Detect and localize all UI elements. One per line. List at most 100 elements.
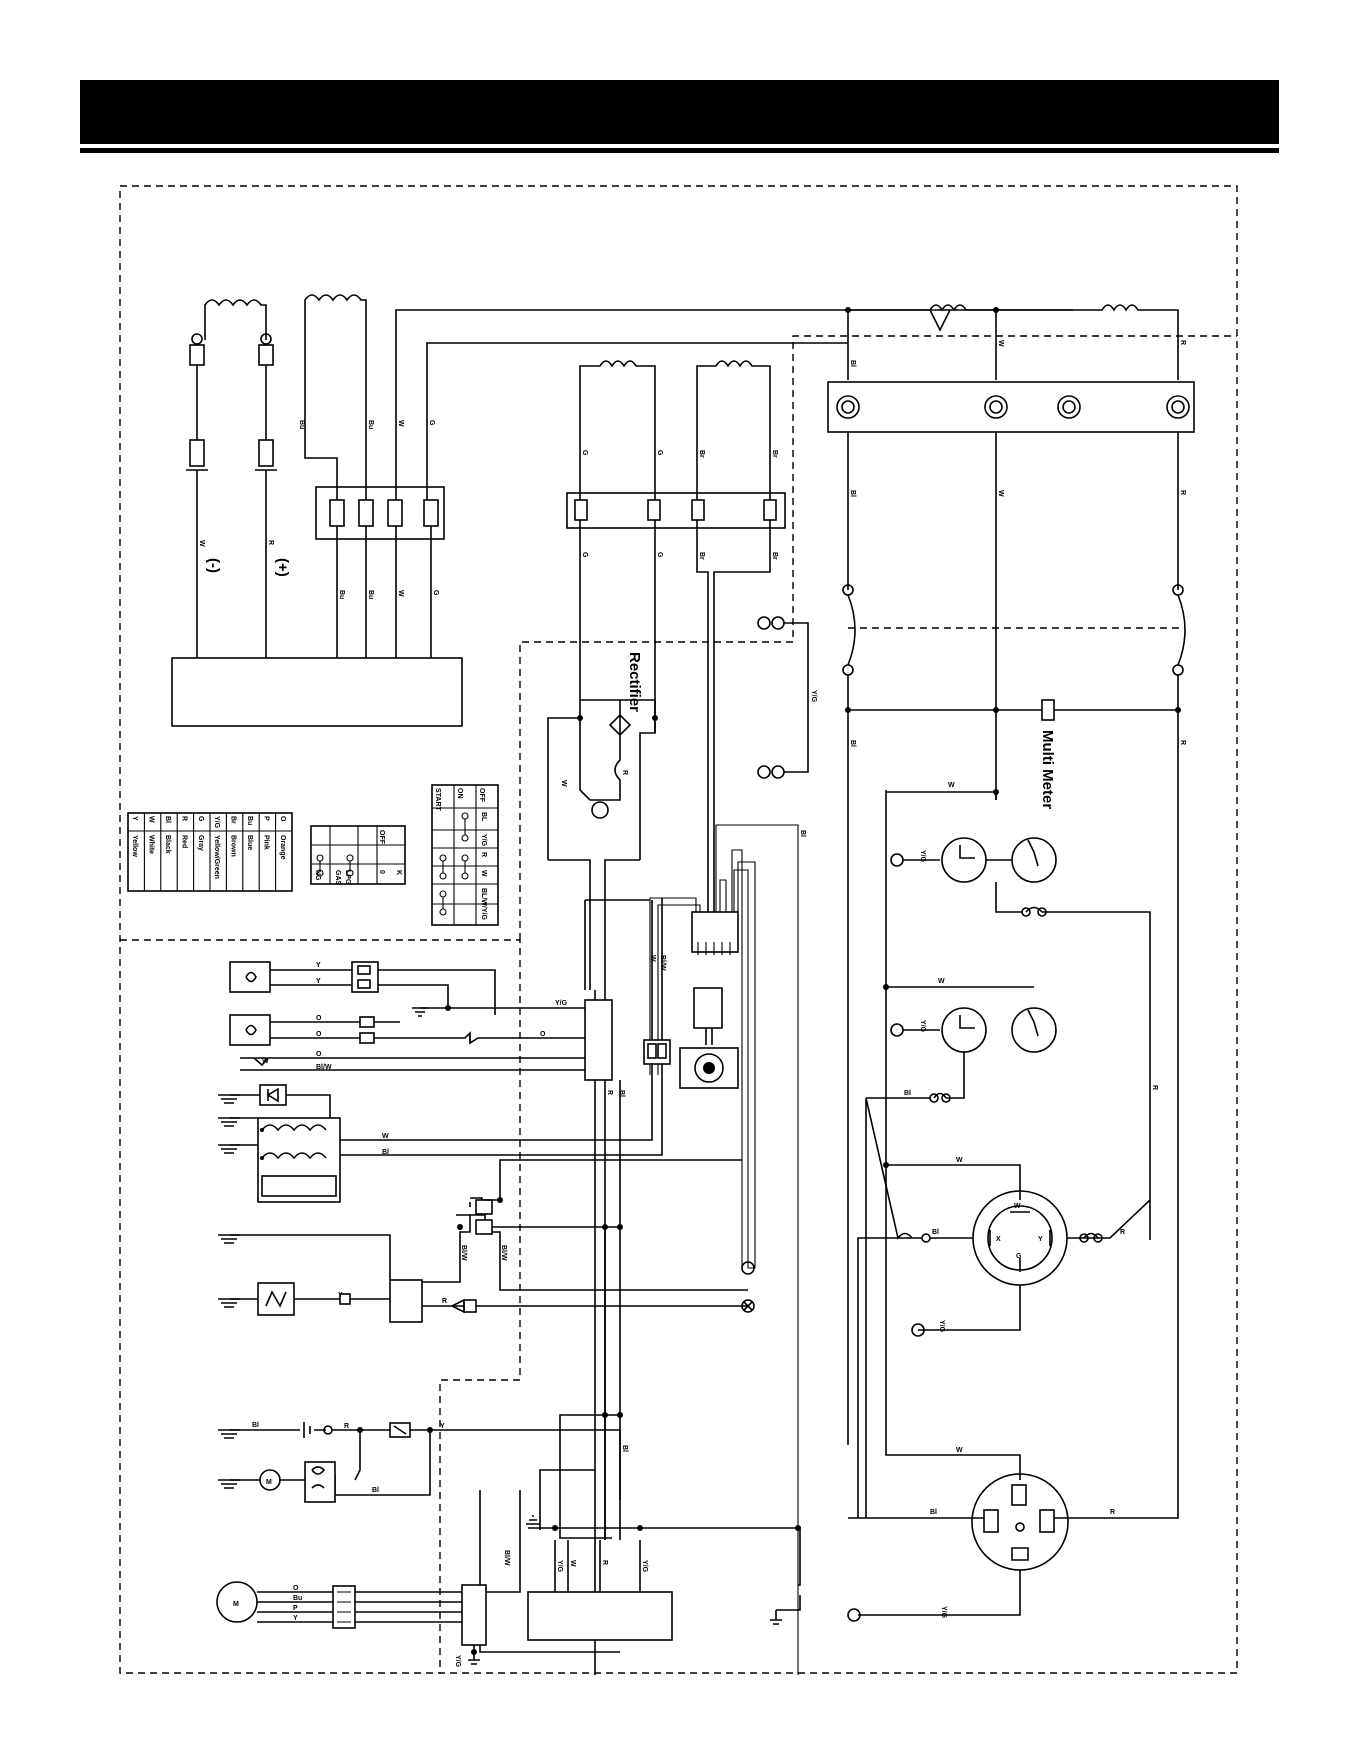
wire-label-bl-6: Bl <box>930 1509 937 1516</box>
wire-label-o-4: O <box>540 1031 546 1038</box>
legend-color-name: Yellow/Green <box>213 835 220 879</box>
wire-label-br-1: Br <box>698 450 705 458</box>
legend-color-name: Black <box>164 835 171 854</box>
wire-label-yg-3: Y/G <box>919 1020 926 1033</box>
wire-label-bl-5: Bl <box>932 1229 939 1236</box>
wire-label-y-1: Y <box>316 962 321 969</box>
ignition-row-on: ON <box>456 788 463 799</box>
fuel-col-k: K <box>395 870 402 875</box>
wire-label-g-2: G <box>432 590 439 596</box>
ignition-col-yg: Y/G <box>480 834 487 847</box>
legend-color-name: Yellow <box>131 835 138 857</box>
color-legend-columns: OOrangePPinkBuBlueBrBrownY/GYellow/Green… <box>131 813 286 891</box>
wire-label-bl-11: Bl <box>372 1487 379 1494</box>
fuel-switch-table: NG GAS LPG OFF 0 K <box>310 825 406 886</box>
wire-label-yg-2: Y/G <box>919 850 926 863</box>
starter-motor-label: M <box>266 1479 272 1486</box>
wire-label-w-12: W <box>382 1133 389 1140</box>
wire-label-w-2: W <box>397 420 404 427</box>
wire-label-g-4: G <box>656 450 663 456</box>
receptacle-letter-y: Y <box>1038 1236 1043 1243</box>
wire-label-r-6: R <box>1151 1085 1158 1090</box>
wire-label-bu-3: Bu <box>338 590 345 599</box>
ignition-switch-table: START ON OFF BL Y/G R W BL/W/Y/G <box>431 784 499 926</box>
legend-code: R <box>180 816 187 821</box>
wire-label-r: R <box>267 540 274 545</box>
wire-label-r-2: R <box>1179 340 1186 345</box>
ground-connections-top: Y/G <box>757 616 817 779</box>
wire-label-w-11: W <box>262 1058 269 1065</box>
ignition-col-bl: BL <box>480 812 487 822</box>
stator-connector-block: G G Br Br G G Br Br <box>566 360 786 900</box>
wire-label-o-3: O <box>316 1051 322 1058</box>
wire-label-br-4: Br <box>771 552 778 560</box>
fuel-row-lpg: LPG <box>344 870 351 885</box>
rectifier-label: Rectifier <box>626 652 643 712</box>
wire-label-bl-4: Bl <box>904 1090 911 1097</box>
wire-label-y-5: Y <box>293 1615 298 1622</box>
wire-label-r-5: R <box>1120 1229 1125 1236</box>
duplex-receptacle-1: Y/G W <box>886 782 1151 1240</box>
ignition-row-off: OFF <box>478 788 485 803</box>
wire-label-yg-7: Y/G <box>556 1560 563 1573</box>
receptacle-letter-w: W <box>1014 1203 1021 1210</box>
wire-label-r-4: R <box>1179 740 1186 745</box>
wire-label-w-8: W <box>956 1157 963 1164</box>
wire-label-r-7: R <box>1110 1509 1115 1516</box>
stepper-motor-label: M <box>233 1601 239 1608</box>
wire-label-o-5: O <box>293 1585 299 1592</box>
fuel-row-ng: NG <box>314 870 321 881</box>
legend-code: Bl <box>164 816 171 823</box>
wire-label-r-3: R <box>1179 490 1186 495</box>
wire-label-y-3: Y <box>338 1292 343 1299</box>
wire-label-bl-8: Bl <box>618 1090 625 1097</box>
oil-sensor-assembly: O O O O Bl/W W <box>229 1014 585 1071</box>
battery-negative-label: (-) <box>205 558 222 573</box>
wire-label-w-6: W <box>948 782 955 789</box>
wire-label-g-1: G <box>428 420 435 426</box>
wire-label-r-rect: R <box>621 770 628 775</box>
fuel-row-off: OFF <box>378 830 385 845</box>
fuel-solenoid-connector: W Bl <box>280 898 671 1156</box>
wire-label-w-13: W <box>569 1560 576 1567</box>
wire-label-r-9: R <box>442 1298 447 1305</box>
legend-color-name: Blue <box>246 835 253 850</box>
wire-label-blw-3: Bl/W <box>460 1245 467 1261</box>
wire-label-bl-3: Bl <box>849 740 856 747</box>
wire-label-br-2: Br <box>771 450 778 458</box>
legend-color-name: Gray <box>197 835 204 851</box>
wire-label-yg-9: Y/G <box>454 1655 461 1668</box>
wire-label-g-3: G <box>581 450 588 456</box>
wire-label-yg-1: Y/G <box>810 690 817 703</box>
wire-label-w-3: W <box>397 590 404 597</box>
legend-color-name: Brown <box>230 835 237 857</box>
multi-meter-label: Multi Meter <box>1039 730 1056 809</box>
legend-code: G <box>197 816 204 822</box>
wire-label-blw-4: Bl/W <box>500 1245 507 1261</box>
duplex-receptacle-2: Y/G W Bl <box>866 790 1057 1165</box>
wire-label-y-2: Y <box>316 978 321 985</box>
ignition-col-w: W <box>480 870 487 877</box>
fuel-valve-rotary <box>679 987 739 1089</box>
fuel-col-0: 0 <box>378 870 385 874</box>
wire-label-yg-4: Y/G <box>938 1320 945 1333</box>
wire-label-w-rect: W <box>560 780 567 787</box>
wire-label-y-4: Y <box>440 1423 445 1430</box>
wire-label-bu-2: Bu <box>367 420 374 429</box>
wire-label-bu-1: Bu <box>298 420 305 429</box>
legend-code: O <box>279 816 286 822</box>
receptacle-letter-g: G <box>1016 1253 1022 1260</box>
legend-color-name: White <box>148 835 155 854</box>
voltage-regulator <box>218 1084 341 1203</box>
main-harness-connector: Bl Bl/W W <box>649 824 806 1675</box>
legend-code: Y <box>131 816 138 821</box>
auto-idle-module: Y/G W R Y/G Bl/W <box>503 1515 801 1641</box>
wire-label-bl-1: Bl <box>849 360 856 367</box>
ignition-row-start: START <box>434 788 441 812</box>
wire-label-w-4: W <box>997 340 1004 347</box>
receptacle-letter-x: X <box>996 1236 1001 1243</box>
legend-color-name: Pink <box>262 835 269 850</box>
legend-code: Br <box>230 816 237 824</box>
page-header-rule <box>80 148 1279 153</box>
wire-label-br-3: Br <box>698 552 705 560</box>
